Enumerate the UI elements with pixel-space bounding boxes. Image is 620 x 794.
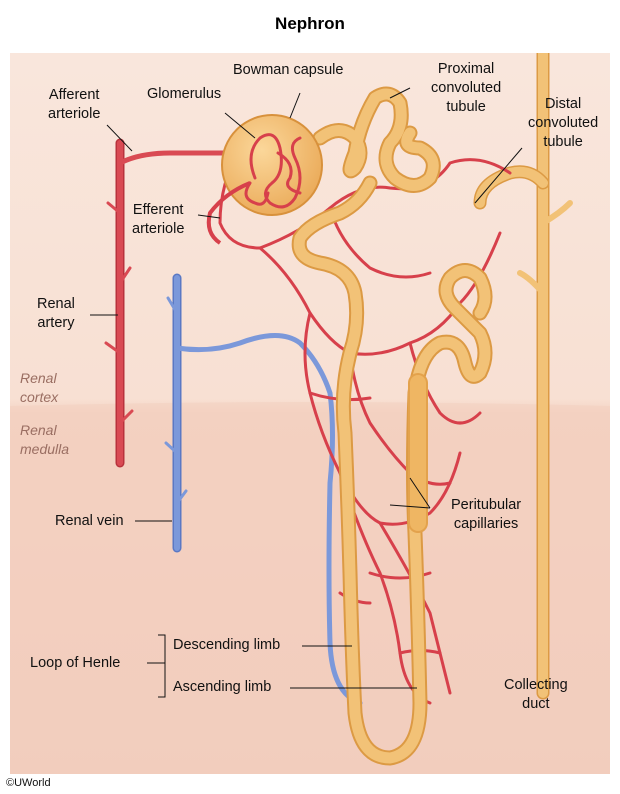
label-peritubular-capillaries: Peritubular capillaries bbox=[451, 497, 522, 532]
label-loop-of-henle: Loop of Henle bbox=[30, 655, 121, 671]
zone-renal-cortex: Renal cortex bbox=[20, 370, 59, 405]
label-ascending-limb: Ascending limb bbox=[173, 679, 272, 695]
label-descending-limb: Descending limb bbox=[173, 637, 281, 653]
renal-artery bbox=[104, 138, 248, 468]
label-efferent-arteriole: Efferent arteriole bbox=[132, 202, 185, 237]
label-collecting-duct: Collecting duct bbox=[504, 677, 568, 712]
diagram-title: Nephron bbox=[275, 14, 345, 33]
glomerulus bbox=[244, 133, 302, 209]
label-renal-artery: Renal artery bbox=[37, 296, 75, 331]
copyright-credit: ©UWorld bbox=[6, 777, 51, 789]
label-distal-tubule: Distal convoluted tubule bbox=[528, 96, 599, 150]
renal-vein bbox=[164, 273, 363, 706]
bowman-capsule bbox=[221, 114, 323, 216]
label-proximal-tubule: Proximal convoluted tubule bbox=[431, 61, 502, 115]
label-afferent-arteriole: Afferent arteriole bbox=[48, 87, 101, 122]
renal-tubule bbox=[291, 86, 493, 766]
efferent-arteriole bbox=[206, 181, 251, 245]
medulla-region bbox=[10, 402, 610, 774]
label-bowman-capsule: Bowman capsule bbox=[233, 62, 344, 78]
label-renal-vein: Renal vein bbox=[55, 513, 124, 529]
leader-lines bbox=[90, 87, 523, 698]
nephron-illustration: Bowman capsule Glomerulus Proximal convo… bbox=[10, 46, 610, 774]
label-glomerulus: Glomerulus bbox=[147, 86, 222, 102]
zone-renal-medulla: Renal medulla bbox=[20, 422, 70, 457]
